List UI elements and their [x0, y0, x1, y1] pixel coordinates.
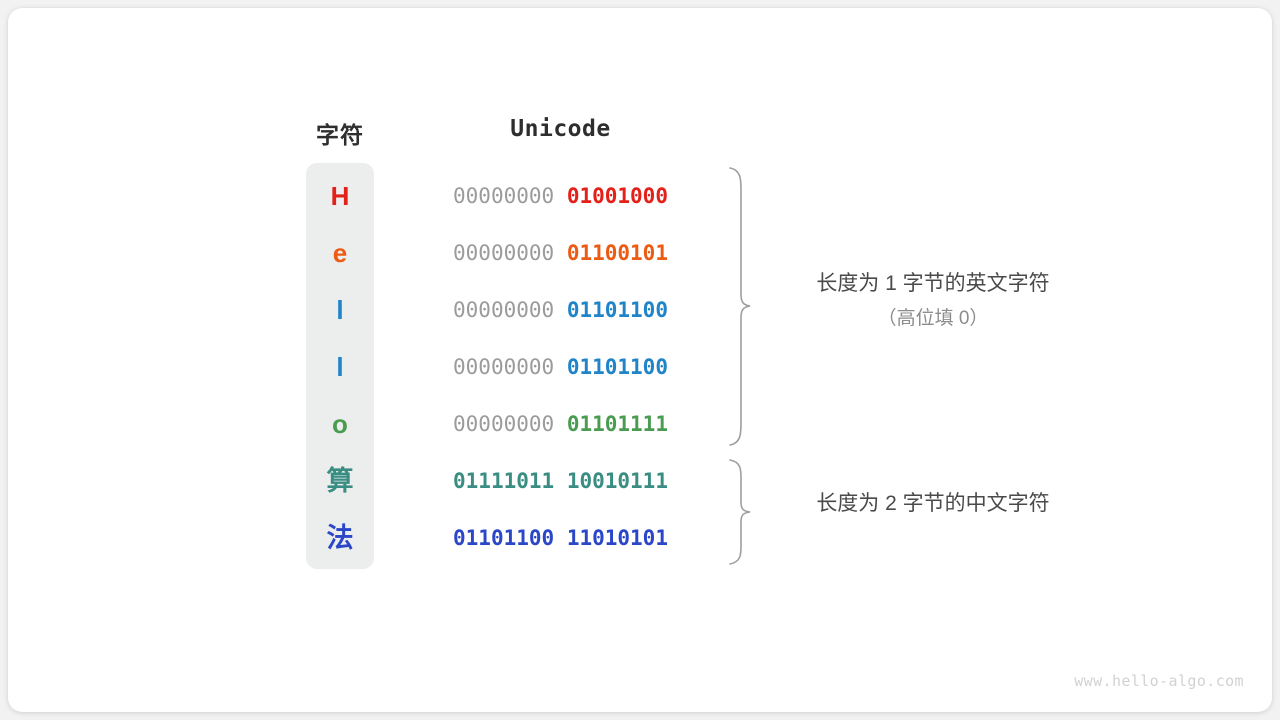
high-byte: 00000000	[453, 412, 555, 436]
low-byte: 01001000	[566, 184, 668, 208]
high-byte: 00000000	[453, 298, 555, 322]
low-byte: 10010111	[566, 469, 668, 493]
unicode-bits-cell: 00000000 01100101	[428, 225, 693, 282]
character-cell: 算	[326, 466, 354, 496]
high-byte: 00000000	[453, 184, 555, 208]
high-byte: 01111011	[453, 469, 555, 493]
low-byte: 01101100	[566, 355, 668, 379]
low-byte: 01101111	[566, 412, 668, 436]
unicode-bits-cell: 00000000 01101100	[428, 339, 693, 396]
low-byte: 01100101	[566, 241, 668, 265]
low-byte: 11010101	[566, 526, 668, 550]
annotation-ascii-main: 长度为 1 字节的英文字符	[816, 272, 1050, 295]
table-row: 法 01101100 11010101	[8, 510, 1272, 567]
character-cell: H	[330, 181, 350, 211]
unicode-bits-cell: 00000000 01001000	[428, 168, 693, 225]
table-row: e 00000000 01100101	[8, 225, 1272, 282]
character-column-background	[306, 163, 374, 569]
high-byte: 00000000	[453, 355, 555, 379]
figure-card: 字符 Unicode H 00000000 01001000 e 00000000 0…	[8, 8, 1272, 712]
high-byte: 01101100	[453, 526, 555, 550]
table-row: 算 01111011 10010111	[8, 453, 1272, 510]
character-cell: e	[332, 238, 348, 268]
character-cell: l	[336, 352, 344, 382]
annotation-ascii-sub: （高位填 0）	[877, 308, 989, 329]
high-byte: 00000000	[453, 241, 555, 265]
unicode-bits-cell: 01101100 11010101	[428, 510, 693, 567]
watermark: www.hello-algo.com	[1074, 672, 1244, 690]
unicode-bits-cell: 00000000 01101100	[428, 282, 693, 339]
unicode-bits-cell: 01111011 10010111	[428, 453, 693, 510]
table-row: o 00000000 01101111	[8, 396, 1272, 453]
unicode-bits-cell: 00000000 01101111	[428, 396, 693, 453]
annotation-cjk-main: 长度为 2 字节的中文字符	[816, 492, 1050, 515]
column-header-character: 字符	[316, 122, 364, 148]
character-cell: 法	[326, 523, 354, 553]
table-row: H 00000000 01001000	[8, 168, 1272, 225]
unicode-encoding-figure: 字符 Unicode H 00000000 01001000 e 00000000 0…	[8, 8, 1272, 712]
column-header-unicode: Unicode	[510, 116, 611, 142]
table-row: l 00000000 01101100	[8, 339, 1272, 396]
annotation-ascii: 长度为 1 字节的英文字符 （高位填 0）	[753, 266, 1113, 336]
annotation-cjk: 长度为 2 字节的中文字符	[753, 486, 1113, 522]
character-cell: l	[336, 295, 344, 325]
character-cell: o	[332, 409, 348, 439]
low-byte: 01101100	[566, 298, 668, 322]
table-row: l 00000000 01101100	[8, 282, 1272, 339]
